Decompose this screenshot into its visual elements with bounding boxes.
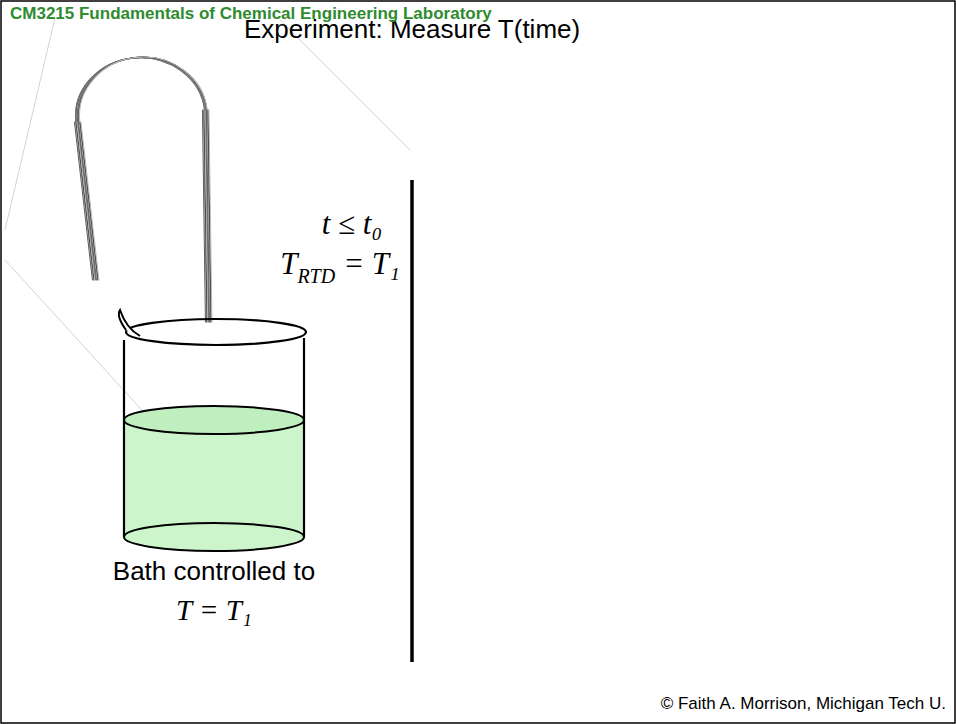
cable-strand [75, 122, 93, 280]
text-line: t ≤ t₀ [322, 206, 383, 242]
rtd-cable [75, 57, 212, 322]
cable-strand [77, 122, 95, 280]
beaker-walls [124, 338, 304, 537]
beaker-spout [119, 310, 140, 336]
cable-strand [79, 57, 207, 122]
cable-strand [76, 122, 94, 280]
text-line: CM3215 Fundamentals of Chemical Engineer… [10, 4, 492, 24]
beaker-bottom [124, 523, 304, 551]
cable-strand [79, 122, 97, 280]
bath-liquid [124, 420, 304, 551]
bath-caption: Bath controlled to [113, 556, 315, 586]
temperature-symbol: T [280, 246, 297, 281]
cable-strand [78, 57, 206, 122]
divider-line [410, 180, 414, 662]
subscript: RTD [297, 265, 335, 287]
text-line: Bath controlled to [113, 556, 315, 587]
cable-strand [77, 58, 206, 122]
cable-strand [77, 57, 205, 122]
cable-strand [81, 122, 99, 280]
cable-strand [78, 57, 206, 122]
text-line: T = T₁ [176, 594, 252, 627]
cable-strand [78, 122, 96, 280]
bath-temperature: T = T₁ [176, 594, 252, 626]
cable-strand [77, 57, 206, 122]
cable-strand [80, 122, 98, 280]
liquid-surface [124, 406, 304, 434]
cable-strand [209, 110, 212, 322]
text-line: © Faith A. Morrison, Michigan Tech U. [661, 694, 946, 714]
cable-strand [79, 57, 207, 122]
cable-strand [79, 122, 97, 280]
copyright-note: © Faith A. Morrison, Michigan Tech U. [661, 694, 946, 713]
time-condition: t ≤ t₀ [322, 206, 383, 241]
course-header: CM3215 Fundamentals of Chemical Engineer… [10, 4, 492, 23]
cable-strand [208, 110, 211, 322]
beaker-rim [126, 319, 306, 345]
beaker [119, 310, 306, 551]
cable-strand [76, 58, 205, 122]
text-line: TRTD= T₁ [280, 246, 400, 282]
image-edge-lines [5, 18, 410, 430]
temperature-equation: = T₁ [343, 246, 400, 281]
cable-strand [76, 58, 205, 122]
